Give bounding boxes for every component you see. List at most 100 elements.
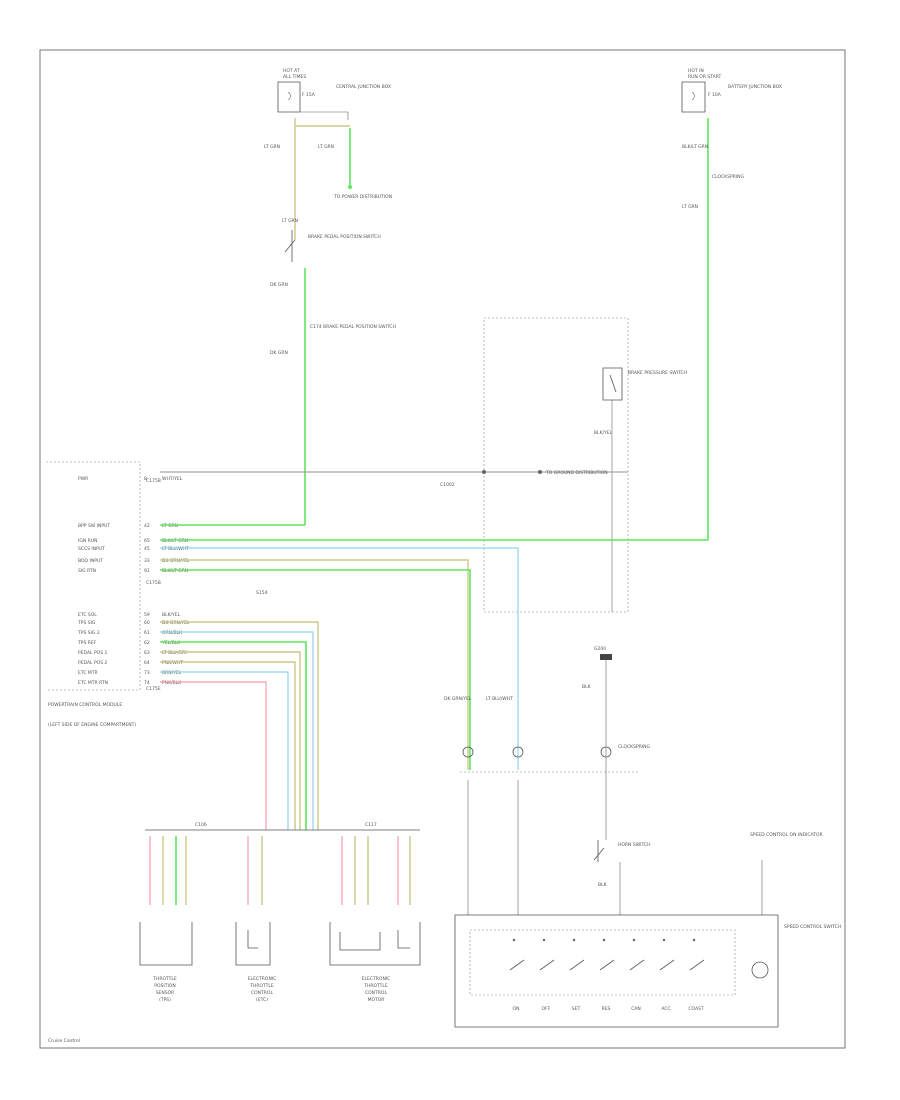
pcm-a-pin-num: 91 <box>144 568 150 574</box>
pcm-conn-a-label: C175B <box>146 478 161 484</box>
component-label: CONTROL <box>251 990 273 996</box>
indicator-label: SPEED CONTROL ON INDICATOR <box>750 832 823 838</box>
brake-switch-wire-in: LT GRN <box>282 218 298 224</box>
pcm-b-pin-name: ETC MTR RTN <box>78 680 108 686</box>
pcm-b-pin-wire: BRN/YEL <box>162 670 182 676</box>
wire-a-boo <box>160 559 469 770</box>
switch-button-label[interactable]: SET <box>572 1006 581 1012</box>
pcm-b-pin-num: 62 <box>144 640 150 646</box>
pcm-a-pin-num: 65 <box>144 538 150 544</box>
component-label: THROTTLE <box>249 983 274 989</box>
pcm-b-pin-num: 74 <box>144 680 150 686</box>
pcm-pwr-node <box>482 470 486 474</box>
etc-inner <box>247 930 258 949</box>
clockspring-label: CLOCKSPRING <box>618 744 651 750</box>
pcm-a-pin-wire: LT GRN <box>162 523 178 529</box>
wire-b-1 <box>160 621 319 830</box>
component-tps <box>139 836 193 966</box>
pressure-switch-wire: BLK/YEL <box>594 430 613 436</box>
switch-panel <box>454 914 779 1028</box>
switch-contact <box>542 938 546 942</box>
left-fuse-hot-label: HOT AT <box>283 68 300 74</box>
wire-a-sigrtn <box>160 569 471 770</box>
pcm-pwr-end <box>538 470 542 474</box>
switch-lever <box>599 959 615 971</box>
brake-switch-label: BRAKE PEDAL POSITION SWITCH <box>308 234 381 240</box>
right-fuse-icon <box>691 91 695 101</box>
pcm-b-pin-num: 60 <box>144 620 150 626</box>
switch-button-label[interactable]: ACC <box>661 1006 670 1012</box>
pressure-switch-contact <box>609 374 617 393</box>
component-etc-motor <box>329 836 421 966</box>
tps-body <box>139 922 193 966</box>
left-fuse-box <box>277 81 301 113</box>
switch-lever <box>509 959 525 971</box>
component-label: ELECTRONIC <box>248 976 277 982</box>
pcm-b-pin-wire: PNK/BLK <box>162 680 182 686</box>
switch-button-label[interactable]: COAST <box>688 1006 704 1012</box>
etc-body <box>235 922 271 966</box>
component-etc <box>235 836 271 966</box>
pcm-b-pin-name: PEDAL POS 2 <box>78 660 108 666</box>
switch-button-label[interactable]: RES <box>602 1006 611 1012</box>
pcm-splice-label: S154 <box>256 590 268 596</box>
brake-pedal-switch: LT GRN BRAKE PEDAL POSITION SWITCH <box>282 218 381 262</box>
pcm-a-pin-name: PWR <box>78 476 88 482</box>
pcm-b-pin-num: 73 <box>144 670 150 676</box>
brake-switch-note: C174 BRAKE PEDAL POSITION SWITCH <box>310 324 396 330</box>
pcm-conn-a-label-2: C175B <box>146 580 161 586</box>
brake-switch-wire-out: DK GRN <box>270 282 288 288</box>
right-part-label: CLOCKSPRING <box>712 174 745 180</box>
switch-button-label[interactable]: ON <box>513 1006 520 1012</box>
pressure-switch-label: BRAKE PRESSURE SWITCH <box>628 370 687 376</box>
power-dist-dot <box>348 185 352 189</box>
left-fuse-hot-label-2: ALL TIMES <box>283 74 306 80</box>
left-fuse-rating: F 15A <box>302 92 316 98</box>
ground-block <box>600 654 612 660</box>
wire-label-lt-grn-1: LT GRN <box>264 144 280 150</box>
brake-switch-wire-out-2: DK GRN <box>270 350 288 356</box>
pcm-b-pin-name: TPS SIG <box>77 620 96 626</box>
wire-b-4 <box>160 651 301 830</box>
right-fuse-block: HOT IN RUN OR START F 10A BATTERY JUNCTI… <box>681 68 782 113</box>
pcm-b-pin-name: ETC SOL <box>78 612 97 618</box>
pcm-b-pin-wire: LT BLU/GRY <box>162 650 188 656</box>
pcm-a-pin-wire: BLK/LT GRN <box>162 568 188 574</box>
component-label: THROTTLE <box>152 976 177 982</box>
wire-a-sccs <box>160 547 519 770</box>
diagram-frame <box>39 49 846 1049</box>
pcm-a-pin-num: 8 <box>144 476 147 482</box>
switch-button-label[interactable]: CAN <box>631 1006 641 1012</box>
clockspring-node-1 <box>462 746 474 758</box>
switch-contact <box>602 938 606 942</box>
left-fuse-icon <box>287 91 291 101</box>
right-fuse-desc: BATTERY JUNCTION BOX <box>728 84 782 90</box>
right-fuse-box <box>681 81 706 113</box>
pcm-a-pin-name: BPP SW INPUT <box>78 523 110 529</box>
switch-lever <box>659 959 675 971</box>
switch-button-label[interactable]: OFF <box>542 1006 551 1012</box>
component-label: CONTROL <box>365 990 387 996</box>
bus-label-2: C117 <box>365 822 377 828</box>
speed-control-indicator: SPEED CONTROL ON INDICATOR <box>750 832 823 915</box>
pcm-b-pin-num: 59 <box>144 612 150 618</box>
pressure-switch-zone <box>483 317 629 613</box>
wire-b-2 <box>160 631 314 830</box>
power-dist-label: TO POWER DISTRIBUTION <box>333 194 392 200</box>
pcm-label: POWERTRAIN CONTROL MODULE <box>48 702 122 708</box>
ground-symbol: G200 BLK <box>582 646 612 690</box>
right-fuse-hot-label-2: RUN OR START <box>688 74 721 80</box>
pcm-b-pin-num: 64 <box>144 660 150 666</box>
pcm-conn-b-label: C175E <box>146 686 161 692</box>
component-label: SENSOR <box>156 990 175 996</box>
left-fuse-block: HOT AT ALL TIMES F 15A CENTRAL JUNCTION … <box>277 68 391 120</box>
pcm-b-pin-wire: BLK/YEL <box>162 612 181 618</box>
pcm-a-pin-num: 45 <box>144 546 150 552</box>
bus-label-1: C106 <box>195 822 207 828</box>
component-label: (ETC) <box>256 997 268 1003</box>
clockspring-node-2 <box>512 746 524 758</box>
pcm-b-pin-wire: ORN/BLK <box>162 630 183 636</box>
